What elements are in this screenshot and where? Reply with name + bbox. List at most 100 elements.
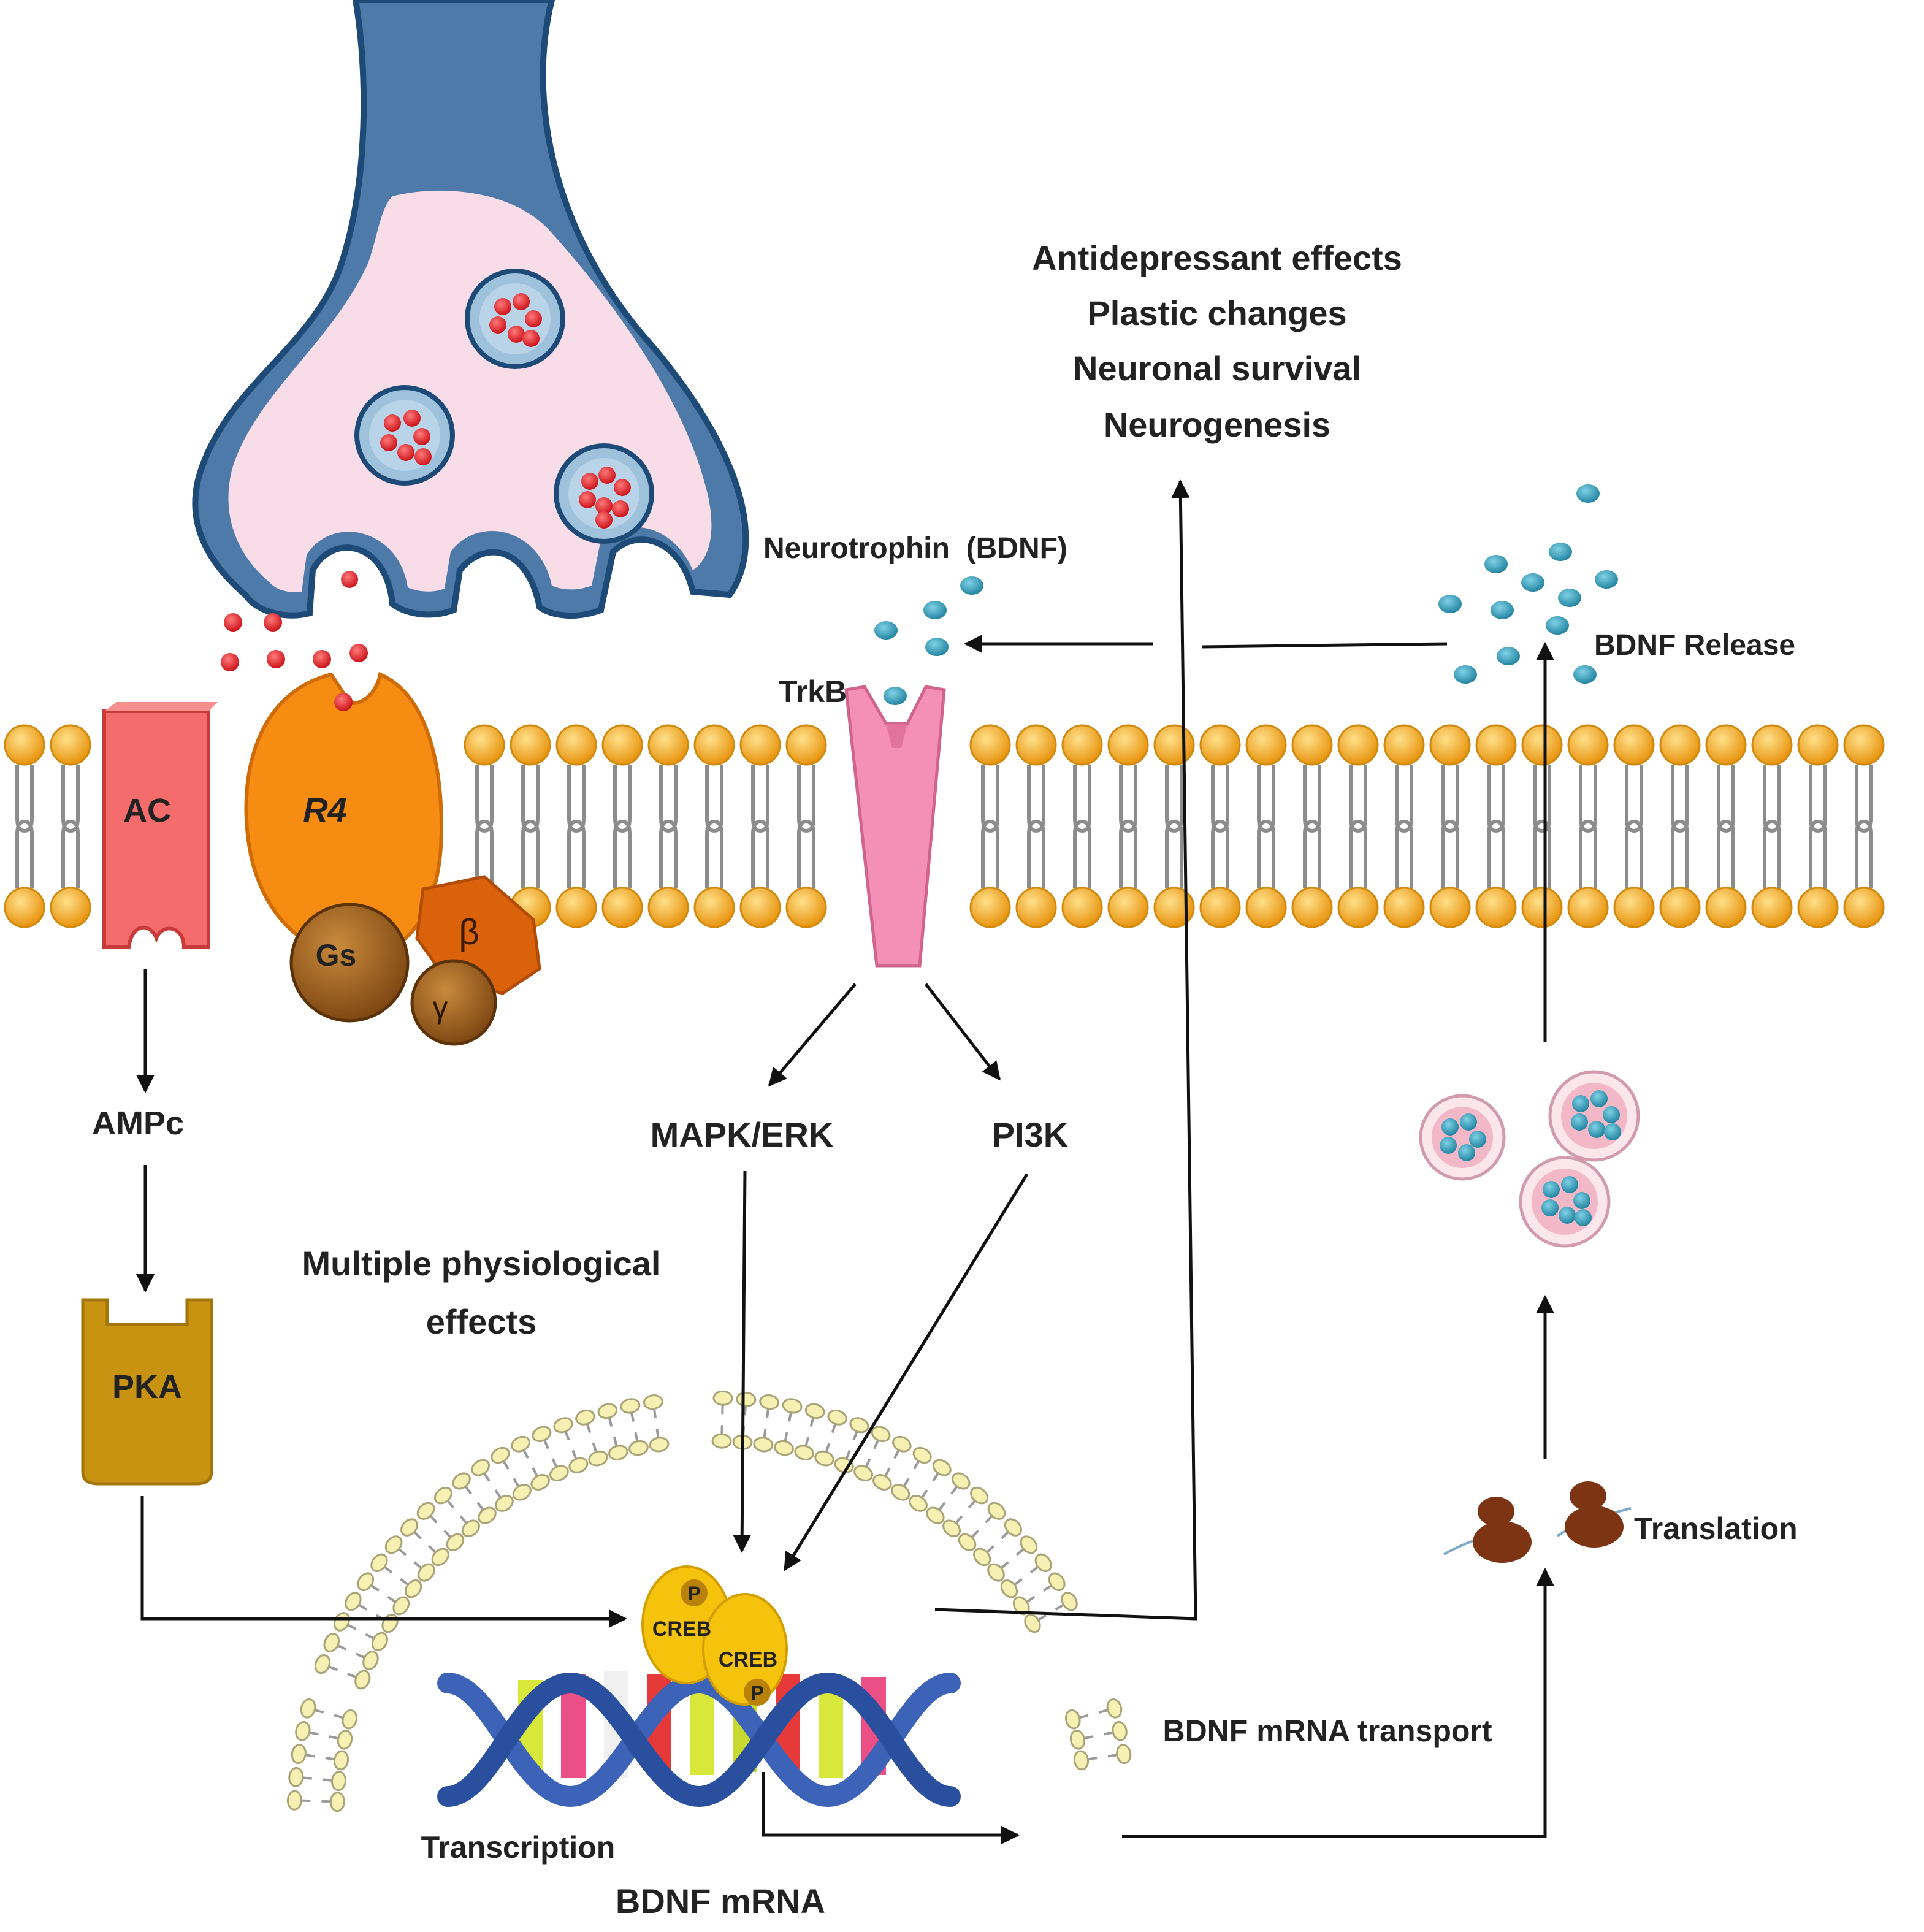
nuclear-lipid-head [643,1394,663,1410]
nuclear-envelope [286,1390,1132,1812]
nuclear-lipid-head [333,1612,350,1632]
lipid-head [1843,887,1885,928]
lipid-tail [1717,765,1735,888]
nuclear-lipid-head [1061,1592,1078,1611]
cell-membrane [4,724,1885,928]
lipid-tail [1441,765,1459,888]
outcome-antidepressant: Antidepressant effects [1032,239,1402,277]
outcome-neuronal-survival: Neuronal survival [1073,349,1361,388]
lipid-tail [981,765,999,888]
pka-protein: PKA [81,1298,213,1486]
bdnf-vesicle [1519,1156,1611,1248]
bdnf-vesicle [1548,1070,1640,1162]
lipid-head [969,724,1011,766]
lipid-tail [1073,765,1091,888]
pathway-arrows [136,479,1554,1844]
lipid-tail [1395,765,1413,888]
nuclear-lipid-head [1112,1720,1128,1741]
nuclear-lipid-head [329,1792,345,1812]
lipid-head [785,887,827,928]
bdnf-release-label: BDNF Release [1594,629,1795,662]
outcomes-list: Antidepressant effects Plastic changes N… [1032,239,1402,444]
presynaptic-neuron [192,0,749,619]
phosphate-bottom [744,1679,771,1706]
r4-label: R4 [303,790,347,829]
nuclear-lipid-head [370,1553,388,1573]
lipid-tail [1855,765,1873,888]
nuclear-lipid-head [814,1450,834,1467]
ac-label: AC [123,792,171,829]
trkb-receptor: TrkB [779,674,946,968]
lipid-tail [1533,765,1551,888]
lipid-tail [613,765,632,888]
nuclear-lipid-head [970,1486,989,1505]
lipid-head [1567,724,1609,766]
nuclear-lipid-head [314,1654,331,1674]
nuclear-lipid-head [452,1472,471,1490]
trkb-label: TrkB [779,674,847,709]
nuclear-lipid-head [433,1486,452,1505]
nuclear-lipid-head [461,1519,480,1538]
nuclear-lipid-head [405,1579,422,1598]
mrna-transport-label: BDNF mRNA transport [1162,1714,1492,1748]
lipid-tail [659,765,678,888]
nuclear-lipid-head [511,1435,530,1453]
lipid-tail [705,765,723,888]
ribosomes [1443,1481,1632,1563]
nuclear-lipid-head [478,1506,497,1524]
lipid-head [1153,887,1195,928]
nuclear-lipid-head [330,1771,347,1792]
lipid-tail [475,765,494,888]
nuclear-lipid-head [711,1433,732,1449]
lipid-head [1199,887,1241,928]
lipid-head [4,887,45,928]
nuclear-lipid-head [932,1459,952,1476]
lipid-head [1797,887,1839,928]
nuclear-lipid-head [568,1457,589,1473]
lipid-tail [1487,765,1505,888]
lipid-head [647,887,689,928]
bdnf-molecules-near-receptor [874,576,983,705]
nuclear-lipid-head [381,1614,399,1633]
nuclear-lipid-head [620,1398,641,1414]
nuclear-lipid-head [530,1474,550,1491]
lipid-head [1475,887,1517,928]
nuclear-lipid-head [608,1445,628,1460]
creb-dimer: P CREB CREB P [641,1565,788,1706]
gs-subunit [289,903,410,1023]
lipid-head [4,724,45,766]
lipid-head [1429,887,1471,928]
nuclear-lipid-head [345,1592,362,1611]
phosphate-bottom-label: P [750,1682,763,1704]
mapk-erk-label: MAPK/ERK [651,1115,834,1154]
nuclear-lipid-head [418,1563,435,1582]
nuclear-lipid-head [804,1403,825,1419]
nuclear-lipid-head [575,1409,595,1426]
lipid-head [555,887,597,928]
lipid-tail [1349,765,1367,888]
nuclear-lipid-head [712,1390,733,1406]
nuclear-lipid-head [871,1426,891,1443]
lipid-head [1659,724,1701,766]
nuclear-lipid-head [597,1403,618,1419]
lipid-head [1429,724,1471,766]
lipid-head [1337,887,1379,928]
lipid-tail [1625,765,1643,888]
nuclear-lipid-head [1069,1729,1086,1750]
phosphate-top-label: P [687,1583,700,1605]
lipid-head [1521,887,1563,928]
bdnf-vesicle [1419,1094,1506,1181]
lipid-tail [1303,765,1321,888]
nuclear-lipid-head [1064,1709,1081,1730]
lipid-tail [1671,765,1689,888]
nuclear-lipid-head [891,1484,910,1501]
nuclear-lipid-head [300,1698,316,1719]
lipid-tail [567,765,586,888]
nuclear-lipid-head [794,1445,814,1460]
arrow-pi3k-to-creb [783,1173,1029,1571]
lipid-head [1613,724,1655,766]
nuclear-lipid-head [400,1518,419,1537]
lipid-head [693,724,735,766]
arrow-mapk-to-creb [733,1170,752,1553]
physiological-effects-line1: Multiple physiological [302,1244,661,1283]
